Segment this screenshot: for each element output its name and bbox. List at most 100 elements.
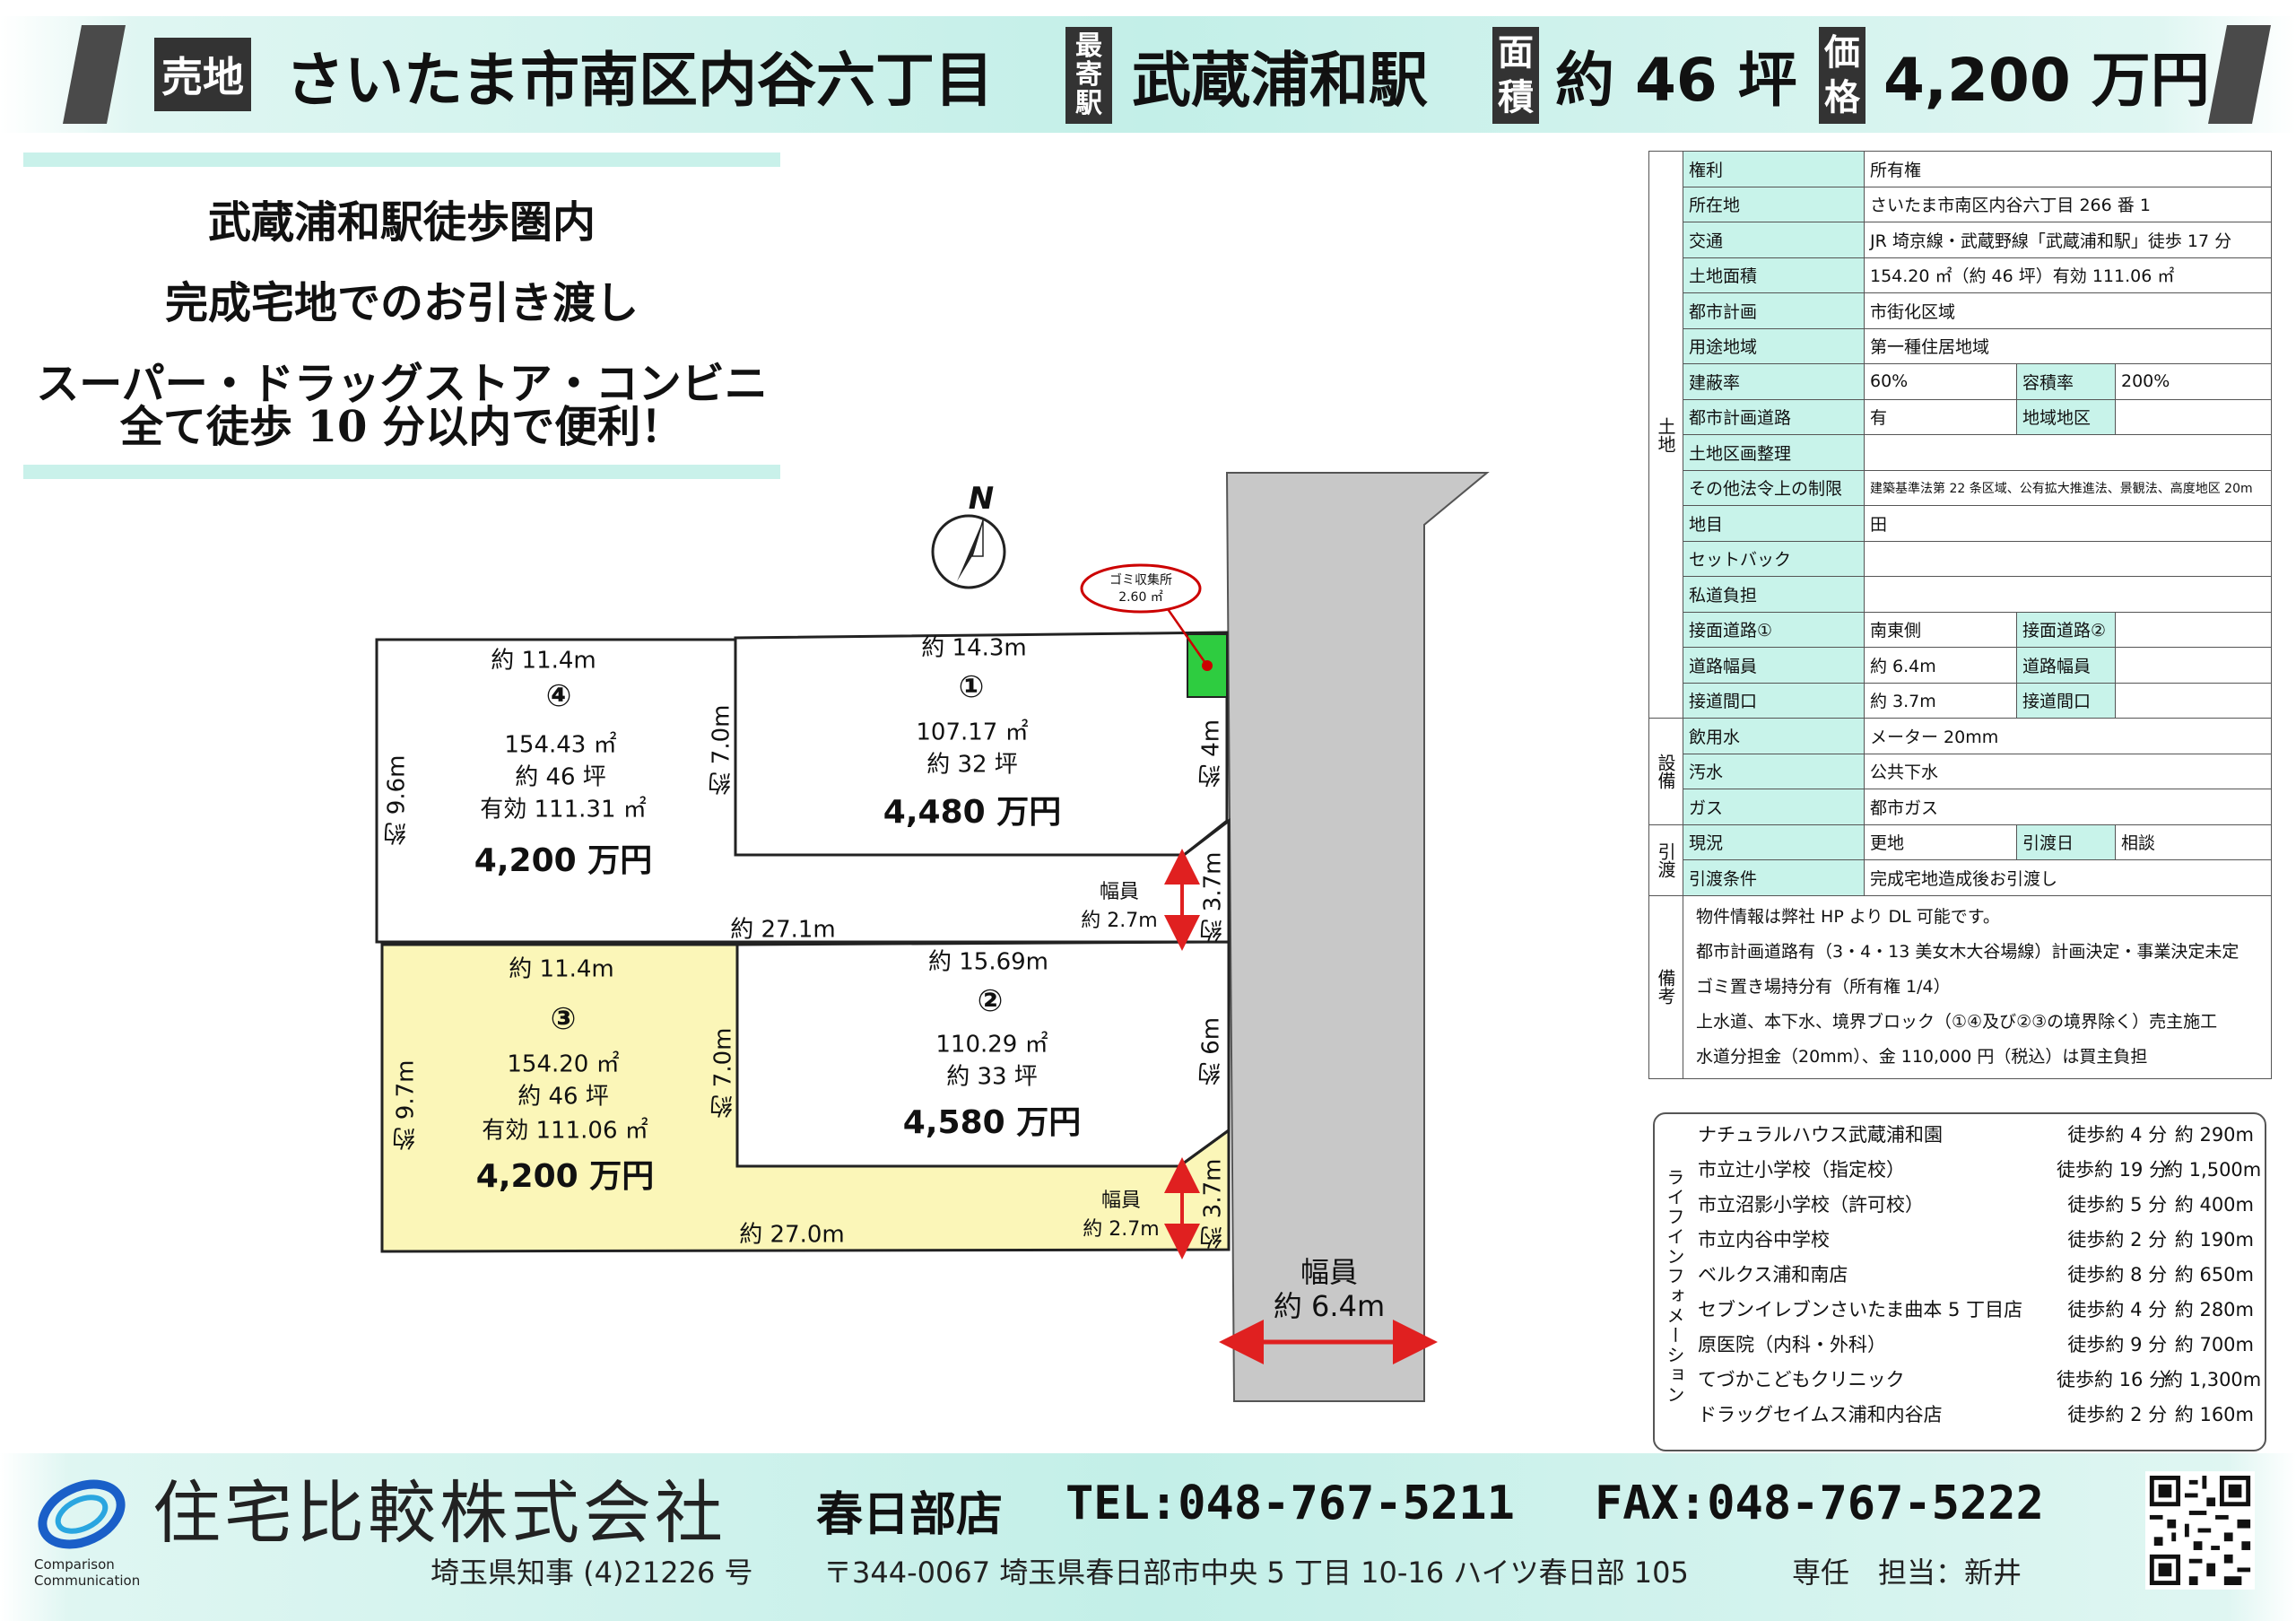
label-private-road: 私道負担	[1683, 576, 1865, 613]
lifeline-row: ベルクス浦和南店 徒歩約 8 分 約 650m	[1698, 1256, 2254, 1291]
lifeline-row: セブンイレブンさいたま曲本 5 丁目店 徒歩約 4 分 約 280m	[1698, 1291, 2254, 1326]
header-area: 約 46 坪	[1555, 46, 1797, 115]
license-number: 埼玉県知事 (4)21226 号	[430, 1556, 753, 1590]
station-badge: 最 寄 駅	[1065, 27, 1112, 124]
access-2-width-label: 幅員	[1100, 1190, 1142, 1212]
lifeline-row: ドラッグセイムス浦和内谷店 徒歩約 2 分 約 160m	[1698, 1396, 2254, 1431]
logo-line: Communication	[34, 1573, 141, 1589]
fax-number: FAX:048-767-5222	[1595, 1477, 2044, 1530]
facility-name: 原医院（内科・外科）	[1698, 1333, 1886, 1355]
branch-name: 春日部店	[816, 1488, 1004, 1542]
label-frontage-2: 接道間口	[2016, 682, 2116, 719]
label-plan-road: 都市計画道路	[1683, 398, 1865, 435]
label-coverage: 建蔽率	[1683, 363, 1865, 400]
area-badge-char: 積	[1498, 77, 1534, 118]
label-other-limits: その他法令上の制限	[1683, 469, 1865, 506]
facility-walk: 徒歩約 19 分	[2057, 1158, 2169, 1181]
value-sewage: 公共下水	[1863, 753, 2273, 789]
label-road-2: 接面道路②	[2016, 611, 2116, 648]
value-land-area: 154.20 ㎡（約 46 坪）有効 111.06 ㎡	[1863, 257, 2273, 293]
label-status: 現況	[1683, 824, 1865, 860]
value-right: 所有権	[1863, 151, 2273, 187]
value-coverage: 60%	[1864, 363, 2017, 400]
facility-name: ドラッグセイムス浦和内谷店	[1698, 1403, 1943, 1425]
group-handover: 引渡	[1648, 824, 1683, 896]
access-1-frontage: 約 3.7m	[1199, 851, 1227, 943]
lot-2-tsubo: 約 33 坪	[946, 1063, 1038, 1091]
lot-2-area: 110.29 ㎡	[935, 1031, 1048, 1059]
lot-1-side-dim: 約 7.0m	[708, 704, 735, 796]
label-road-width: 道路幅員	[1683, 647, 1865, 684]
label-land-area: 土地面積	[1683, 257, 1865, 293]
access-2-frontage: 約 3.7m	[1199, 1158, 1227, 1250]
value-condition: 完成宅地造成後お引渡し	[1863, 859, 2273, 896]
compass-needle	[957, 520, 983, 581]
sale-badge: 売地	[154, 38, 251, 111]
garbage-label: ゴミ収集所	[1109, 573, 1172, 588]
label-transport: 交通	[1683, 222, 1865, 258]
mid-length-dim: 約 27.1m	[730, 916, 836, 944]
group-land: 土地	[1648, 151, 1683, 719]
company-logo-icon	[38, 1479, 126, 1549]
price-badge-char: 価	[1824, 32, 1860, 74]
facility-distance: 約 1,500m	[2164, 1158, 2262, 1181]
lot-2-number: ②	[977, 983, 1004, 1019]
lot-4-tsubo: 約 46 坪	[515, 763, 606, 791]
access-1-width: 約 2.7m	[1081, 910, 1158, 932]
lot-4-top-dim: 約 11.4m	[491, 647, 596, 675]
lifeline-row: 市立沼影小学校（許可校） 徒歩約 5 分 約 400m	[1698, 1186, 2254, 1221]
group-remarks: 備考	[1648, 894, 1683, 1079]
staff-contact: 専任 担当：新井	[1792, 1556, 2022, 1590]
lifeline-row: ナチュラルハウス武蔵浦和園 徒歩約 4 分 約 290m	[1698, 1116, 2254, 1151]
lifeline-row: 市立内谷中学校 徒歩約 2 分 約 190m	[1698, 1221, 2254, 1256]
facility-distance: 約 160m	[2174, 1403, 2254, 1425]
value-city-plan: 市街化区域	[1863, 292, 2273, 329]
remark-line: 上水道、本下水、境界ブロック（①④及び②③の境界除く）売主施工	[1696, 1011, 2218, 1032]
compass-ring	[931, 514, 1006, 589]
value-road-width: 約 6.4m	[1864, 647, 2017, 684]
footer	[0, 1453, 2296, 1621]
lot-2-price: 4,580 万円	[902, 1104, 1082, 1141]
lot-plan-svg	[375, 472, 1490, 1402]
company-name: 住宅比較株式会社	[152, 1473, 726, 1553]
facility-walk: 徒歩約 5 分	[2067, 1193, 2168, 1216]
remark-line: ゴミ置き場持分有（所有権 1/4）	[1696, 976, 1951, 997]
station-badge-char: 最	[1075, 31, 1102, 62]
value-road-2	[2114, 611, 2273, 648]
value-frontage: 約 3.7m	[1864, 682, 2017, 719]
value-status: 更地	[1864, 824, 2017, 860]
value-land-category: 田	[1863, 505, 2273, 542]
qr-code-icon	[2145, 1471, 2255, 1590]
lifeline-row: てづかこどもクリニック 徒歩約 16 分 約 1,300m	[1698, 1361, 2261, 1396]
lot-4-side-dim: 約 9.6m	[383, 754, 411, 846]
lot-2-top-dim: 約 15.69m	[927, 948, 1049, 976]
lot-4-effective: 有効 111.31 ㎡	[480, 796, 647, 824]
header-address: さいたま市南区内谷六丁目	[285, 46, 995, 115]
logo-text: Comparison Communication	[34, 1556, 140, 1589]
tagline: スーパー・ドラッグストア・コンビニ	[36, 359, 768, 409]
label-frontage: 接道間口	[1683, 682, 1865, 719]
value-floor-ratio: 200%	[2114, 363, 2273, 400]
label-location: 所在地	[1683, 186, 1865, 222]
facility-distance: 約 400m	[2174, 1193, 2254, 1216]
facility-distance: 約 190m	[2174, 1228, 2254, 1251]
value-road-width-2	[2114, 647, 2273, 684]
facility-walk: 徒歩約 4 分	[2067, 1298, 2168, 1320]
label-condition: 引渡条件	[1683, 859, 1865, 896]
value-plan-road: 有	[1864, 398, 2017, 435]
label-zoning: 用途地域	[1683, 327, 1865, 364]
header-price: 4,200 万円	[1883, 46, 2210, 115]
facility-name: ナチュラルハウス武蔵浦和園	[1698, 1123, 1943, 1146]
property-info-table: 土地 権利 所有権 所在地 さいたま市南区内谷六丁目 266 番 1 交通 JR…	[1648, 151, 2273, 1079]
price-badge: 価 格	[1819, 27, 1866, 124]
lot-2-right-dim: 約 6m	[1197, 1016, 1225, 1086]
lot-3-area: 154.20 ㎡	[507, 1050, 620, 1078]
lot-1-top-dim: 約 14.3m	[921, 634, 1027, 662]
group-facilities: 設備	[1648, 718, 1683, 825]
label-gas: ガス	[1683, 789, 1865, 825]
tagline-rule-bottom	[23, 465, 780, 479]
facility-walk: 徒歩約 4 分	[2067, 1123, 2168, 1146]
tagline-rule-top	[23, 153, 780, 167]
label-road-1: 接面道路①	[1683, 611, 1865, 648]
phone-number: TEL:048-767-5211	[1065, 1477, 1515, 1530]
